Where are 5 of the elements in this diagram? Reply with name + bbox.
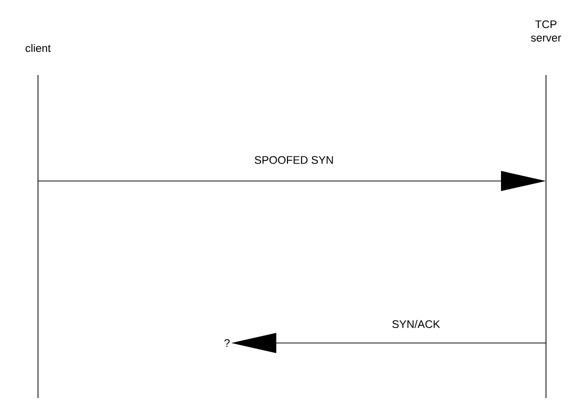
participant-label: client: [26, 44, 51, 52]
edge-label: SYN/ACK: [392, 320, 440, 328]
participant-label: TCP server: [531, 20, 562, 42]
edge-label: SPOOFED SYN: [254, 156, 333, 164]
node-label: ?: [224, 339, 230, 347]
